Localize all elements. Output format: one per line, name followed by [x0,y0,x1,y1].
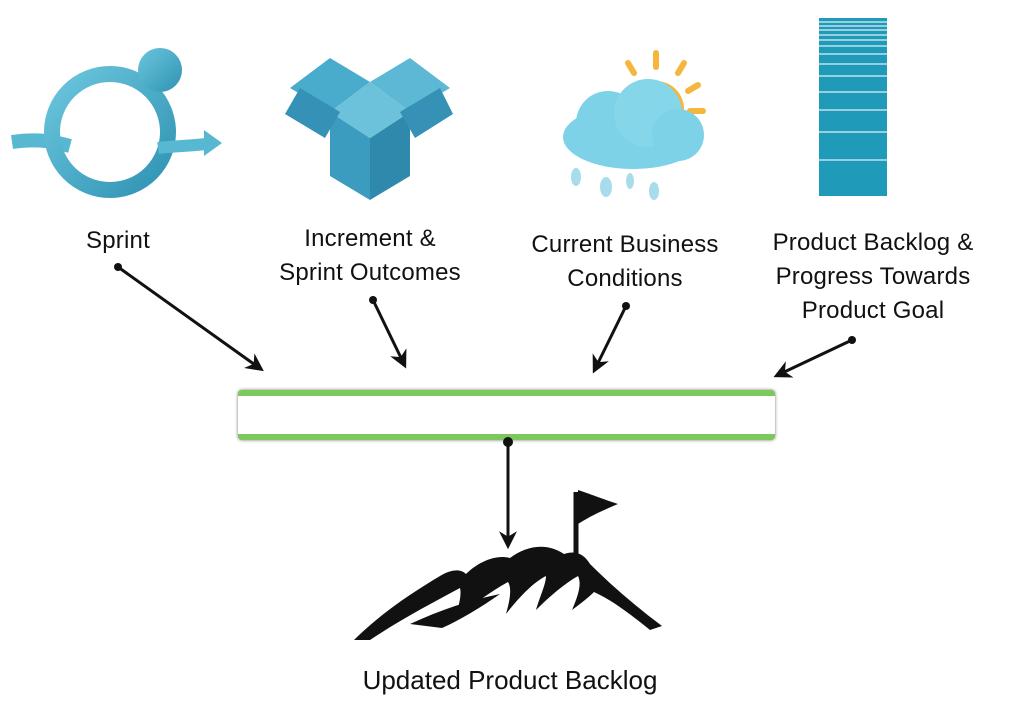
increment-label: Increment & Sprint Outcomes [279,225,461,286]
sprint-review-bar [238,390,775,440]
mountain-flag-icon [354,490,662,640]
business-arrow [592,305,628,374]
backlog-stack-icon [819,18,887,196]
business-conditions-label: Current Business Conditions [531,231,719,292]
sprint-arrow [117,265,264,372]
increment-arrow [371,299,407,369]
open-box-icon [285,58,453,200]
backlog-progress-label: Product Backlog & Progress Towards Produ… [772,229,974,324]
updated-product-backlog-label: Updated Product Backlog [362,665,658,695]
weather-cloud-icon [563,50,706,200]
sprint-label: Sprint [86,227,150,254]
sprint-cycle-icon [11,48,222,198]
backlog-arrow [773,338,853,378]
